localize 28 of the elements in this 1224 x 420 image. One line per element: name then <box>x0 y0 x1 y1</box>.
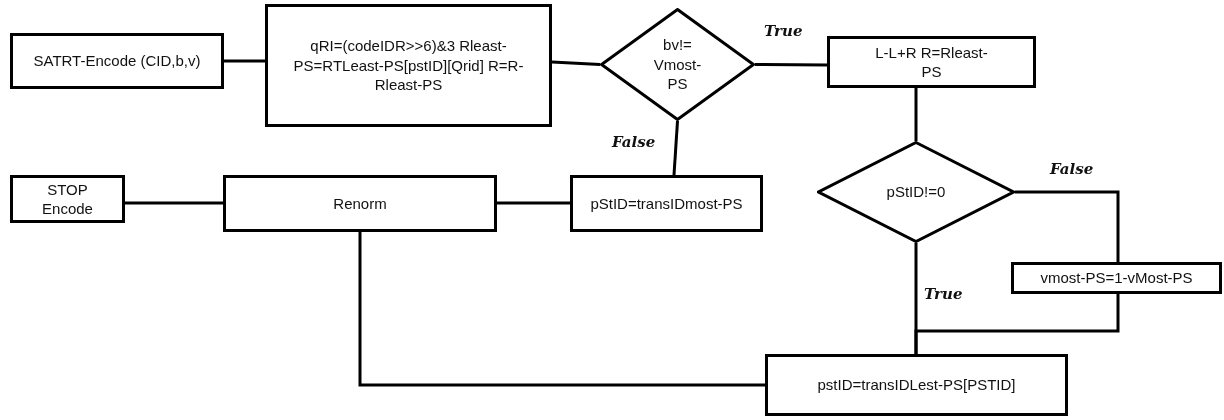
condition-text: bv!= Vmost-PS <box>652 35 703 94</box>
connector-line <box>755 63 827 67</box>
step-text: STOP Encode <box>41 179 94 219</box>
process-box <box>10 175 125 223</box>
step-text: vmost-PS=1-vMost-PS <box>1040 268 1193 288</box>
connector-line <box>125 201 223 205</box>
process-box <box>765 354 1068 416</box>
connector-line <box>497 201 570 205</box>
connector-line <box>224 59 265 63</box>
connector-line <box>551 60 601 66</box>
process-box <box>265 4 552 127</box>
step-text: SATRT-Encode (CID,b,v) <box>33 51 201 71</box>
step-text: Renorm <box>333 193 387 214</box>
connector-line <box>914 88 918 141</box>
process-box <box>570 175 763 232</box>
step-text: L-L+R R=Rleast-PS <box>874 42 989 82</box>
connector-line <box>672 120 679 176</box>
connector-line <box>358 232 765 387</box>
step-text: qRI=(codeIDR>>6)&3 Rleast-PS=RTLeast-PS[pstID][Qrid] R=R-Rleast-PS <box>292 36 525 95</box>
condition-text: pStID!=0 <box>886 182 946 202</box>
process-box <box>223 175 497 232</box>
connector-line <box>1015 190 1120 262</box>
step-text: pstID=transIDLest-PS[PSTID] <box>817 375 1016 395</box>
connector-line <box>914 294 1120 354</box>
process-box <box>1011 262 1222 294</box>
step-text: pStID=transIDmost-PS <box>590 193 743 214</box>
process-box <box>10 33 224 89</box>
process-box <box>827 36 1036 88</box>
